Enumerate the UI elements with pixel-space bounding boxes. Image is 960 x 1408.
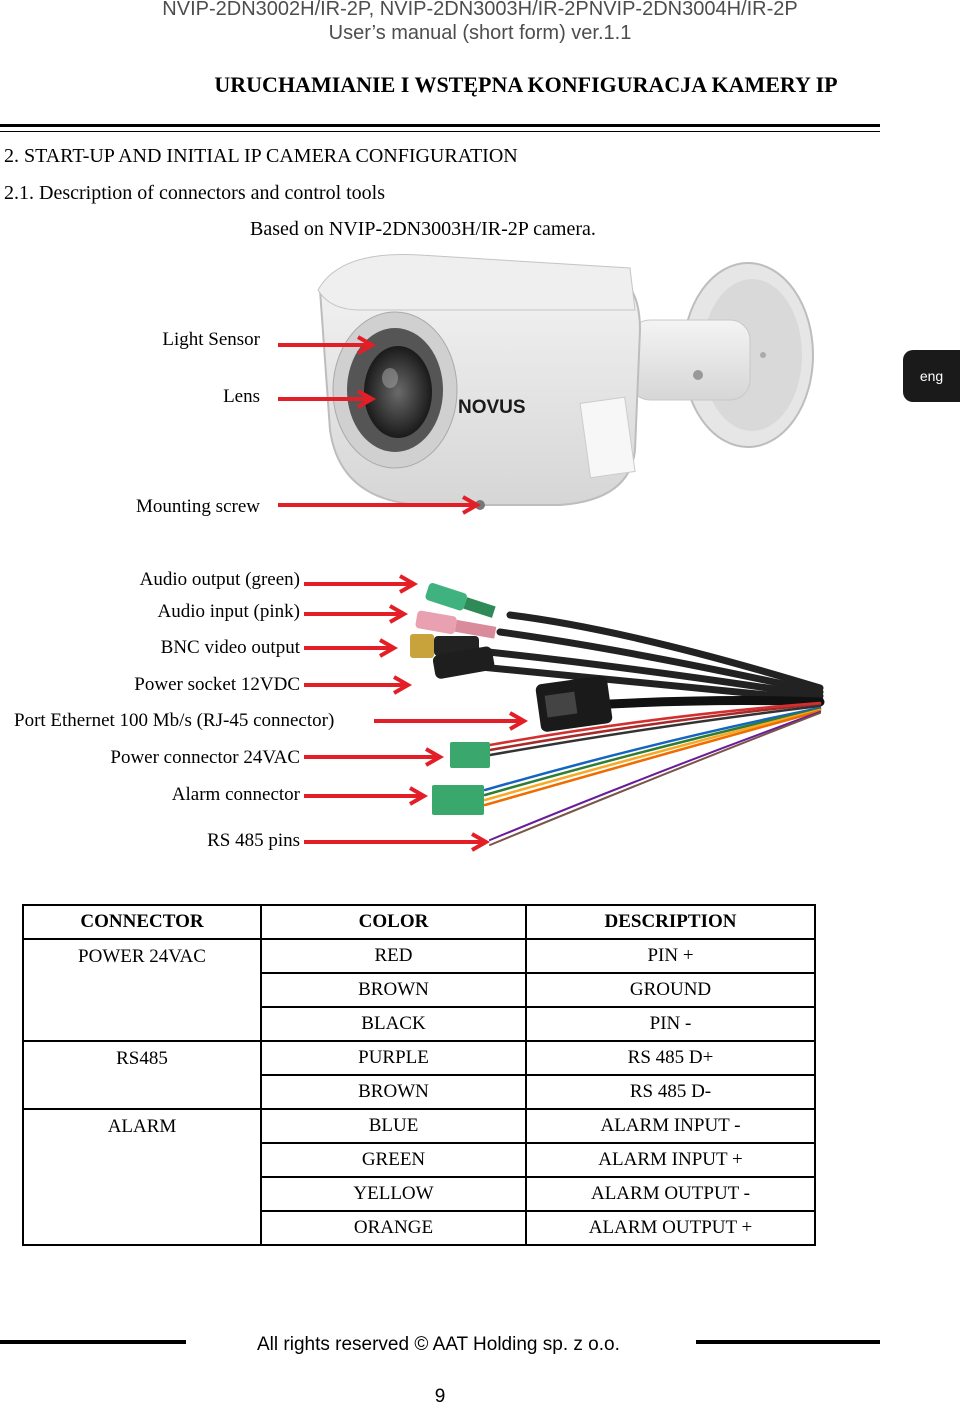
label-power-socket: Power socket 12VDC <box>134 674 300 695</box>
cell-connector: ALARM <box>22 1108 262 1143</box>
table-row: RS485 PURPLE RS 485 D+ <box>22 1040 816 1076</box>
label-mounting-screw: Mounting screw <box>135 496 260 517</box>
table-row: POWER 24VAC RED PIN + <box>22 938 816 974</box>
page-number: 9 <box>434 1386 446 1407</box>
cell-connector: POWER 24VAC <box>22 938 262 973</box>
cell-description: RS 485 D- <box>525 1074 816 1110</box>
table-header-description: DESCRIPTION <box>525 904 816 940</box>
connector-table: CONNECTOR COLOR DESCRIPTION POWER 24VAC … <box>22 904 816 1246</box>
table-row: BROWN RS 485 D- <box>22 1074 816 1110</box>
label-audio-input: Audio input (pink) <box>157 601 301 622</box>
table-header-connector: CONNECTOR <box>22 904 262 940</box>
cell-connector <box>22 1177 262 1211</box>
label-rs485-pins: RS 485 pins <box>207 830 300 851</box>
cell-connector <box>22 973 262 1007</box>
cell-color: ORANGE <box>260 1210 527 1246</box>
cell-connector <box>22 1007 262 1042</box>
footer-copyright: All rights reserved © AAT Holding sp. z … <box>257 1334 620 1355</box>
table-row: BLACK PIN - <box>22 1006 816 1042</box>
label-bnc-output: BNC video output <box>160 637 300 658</box>
cell-description: GROUND <box>525 972 816 1008</box>
cell-color: PURPLE <box>260 1040 527 1076</box>
table-row: ALARM BLUE ALARM INPUT - <box>22 1108 816 1144</box>
cell-description: ALARM OUTPUT - <box>525 1176 816 1212</box>
cell-color: BROWN <box>260 1074 527 1110</box>
cell-color: RED <box>260 938 527 974</box>
label-lens: Lens <box>223 386 260 407</box>
brand-logo: NOVUS <box>458 397 526 418</box>
label-light-sensor: Light Sensor <box>162 329 260 350</box>
language-tab[interactable]: eng <box>903 350 960 402</box>
table-row: ORANGE ALARM OUTPUT + <box>22 1210 816 1246</box>
cell-description: RS 485 D+ <box>525 1040 816 1076</box>
based-on-note: Based on NVIP-2DN3003H/IR-2P camera. <box>250 218 596 240</box>
section-title: 2. START-UP AND INITIAL IP CAMERA CONFIG… <box>4 145 518 167</box>
cell-connector <box>22 1211 262 1246</box>
cell-color: BROWN <box>260 972 527 1008</box>
table-row: BROWN GROUND <box>22 972 816 1008</box>
label-power-connector: Power connector 24VAC <box>110 747 300 768</box>
header-manual-line: User’s manual (short form) ver.1.1 <box>328 22 632 44</box>
subsection-title: 2.1. Description of connectors and contr… <box>4 182 386 204</box>
table-row: YELLOW ALARM OUTPUT - <box>22 1176 816 1212</box>
header-rule-thin <box>0 131 880 132</box>
cell-connector: RS485 <box>22 1040 262 1075</box>
cell-color: BLACK <box>260 1006 527 1042</box>
cell-color: GREEN <box>260 1142 527 1178</box>
table-header-color: COLOR <box>260 904 527 940</box>
cell-connector <box>22 1075 262 1110</box>
label-ethernet-port: Port Ethernet 100 Mb/s (RJ-45 connector) <box>14 710 335 731</box>
cell-description: ALARM INPUT - <box>525 1108 816 1144</box>
footer-rule-right <box>696 1340 880 1344</box>
cell-description: ALARM OUTPUT + <box>525 1210 816 1246</box>
cell-description: PIN - <box>525 1006 816 1042</box>
table-row: GREEN ALARM INPUT + <box>22 1142 816 1178</box>
cable-arrows <box>304 574 529 852</box>
header-rule-thick <box>0 124 880 127</box>
label-alarm-connector: Alarm connector <box>171 784 300 805</box>
header-section-title: URUCHAMIANIE I WSTĘPNA KONFIGURACJA KAME… <box>214 72 838 97</box>
cell-color: BLUE <box>260 1108 527 1144</box>
cell-description: PIN + <box>525 938 816 974</box>
header-model-line: NVIP-2DN3002H/IR-2P, NVIP-2DN3003H/IR-2P… <box>162 0 798 20</box>
camera-arrows <box>278 335 482 515</box>
table-header-row: CONNECTOR COLOR DESCRIPTION <box>22 904 816 940</box>
cell-connector <box>22 1143 262 1177</box>
label-audio-output: Audio output (green) <box>139 569 300 590</box>
footer-rule-left <box>0 1340 186 1344</box>
cell-description: ALARM INPUT + <box>525 1142 816 1178</box>
cable-harness-illustration <box>410 583 825 846</box>
cell-color: YELLOW <box>260 1176 527 1212</box>
